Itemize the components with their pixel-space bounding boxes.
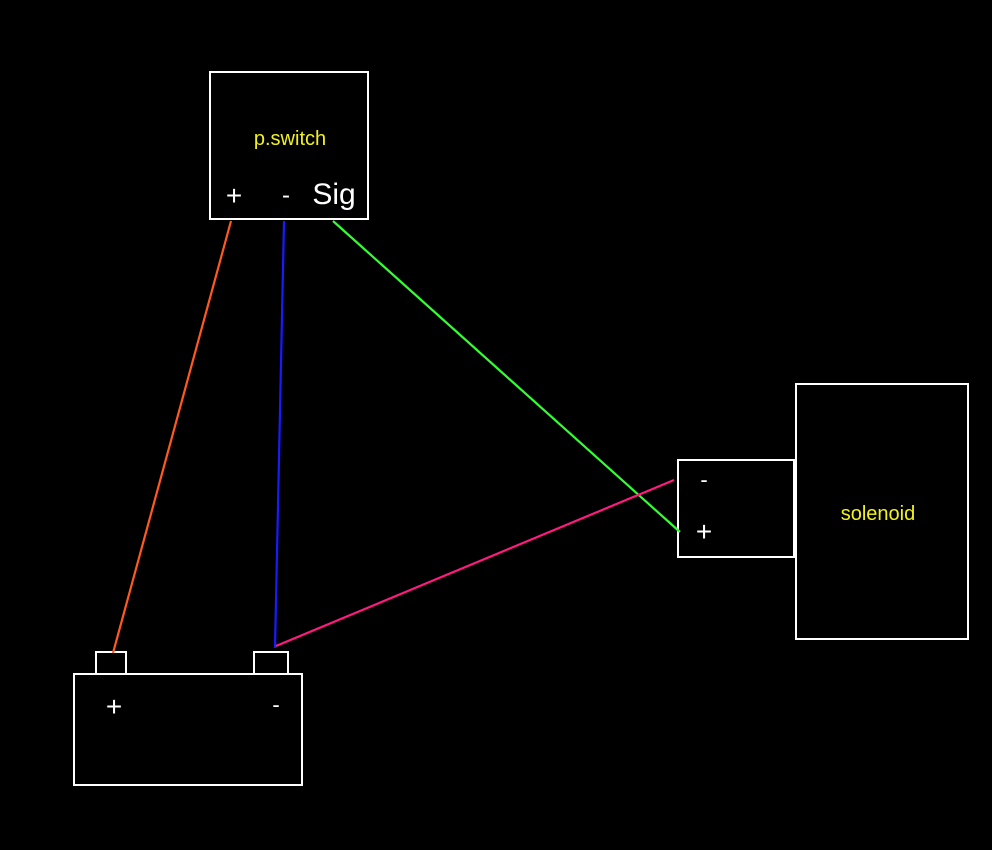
battery-minus-terminal: - (272, 692, 279, 717)
wire-negative (273, 220, 286, 649)
solenoid-plus-terminal: + (696, 516, 712, 547)
solenoid-minus-terminal: - (700, 467, 707, 492)
battery-negative-post (253, 651, 289, 675)
wire-positive (111, 220, 233, 654)
battery-body (73, 673, 303, 786)
pressure-switch: p.switch + - Sig (209, 71, 369, 220)
solenoid-terminal-block (677, 459, 795, 558)
solenoid: solenoid - + (677, 383, 969, 640)
wire-ground (275, 478, 675, 648)
pressure-switch-minus-terminal: - (282, 182, 290, 209)
pressure-switch-plus-terminal: + (226, 180, 242, 211)
pressure-switch-body (209, 71, 369, 220)
wire-signal (332, 220, 681, 533)
battery: + - (73, 651, 303, 786)
battery-plus-terminal: + (106, 691, 122, 722)
pressure-switch-sig-terminal: Sig (312, 178, 355, 211)
pressure-switch-label: p.switch (254, 128, 326, 150)
battery-positive-post (95, 651, 127, 675)
solenoid-label: solenoid (841, 503, 916, 525)
solenoid-body (795, 383, 969, 640)
